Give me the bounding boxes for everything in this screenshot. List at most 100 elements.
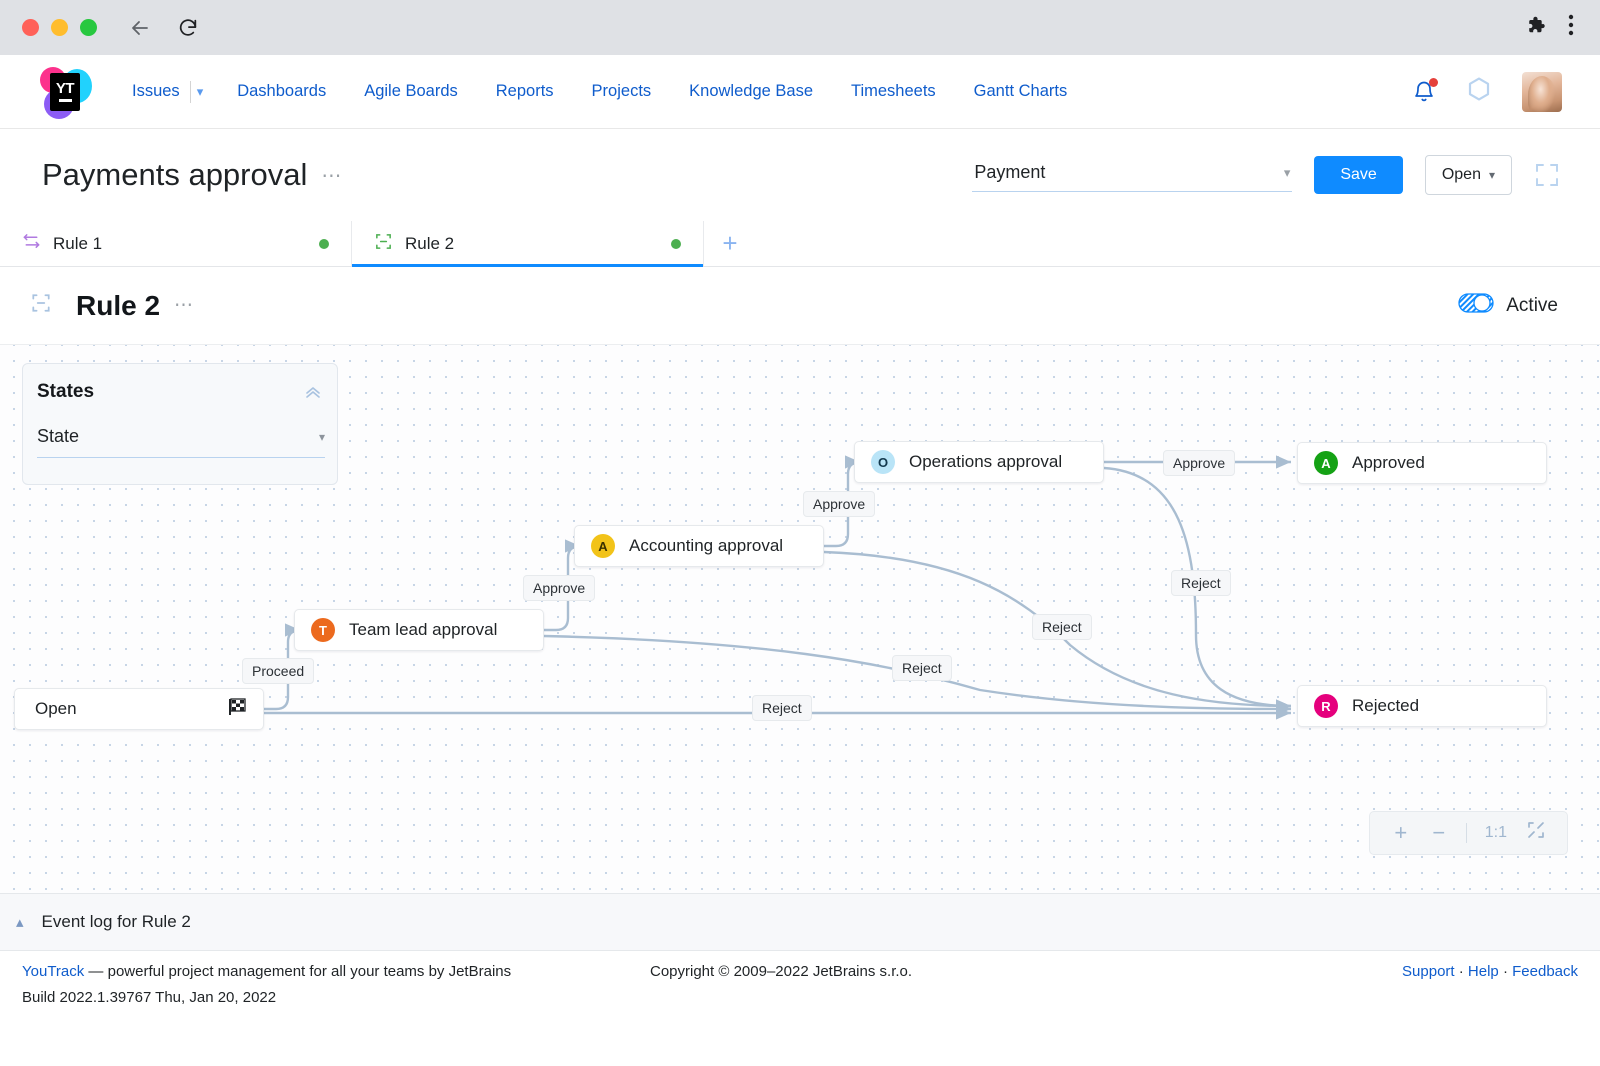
node-approved[interactable]: A Approved <box>1297 442 1547 484</box>
chevron-down-icon: ▾ <box>1283 164 1291 180</box>
project-select-value: Payment <box>974 162 1046 182</box>
add-rule-button[interactable]: + <box>722 228 738 258</box>
edge-label-approve-operations[interactable]: Approve <box>1163 450 1236 476</box>
footer-link-feedback[interactable]: Feedback <box>1512 963 1578 980</box>
page-more-menu[interactable]: ⋯ <box>321 164 343 187</box>
active-toggle-icon[interactable] <box>1458 291 1494 320</box>
rule-title: Rule 2 <box>76 289 161 321</box>
chevron-down-icon[interactable]: ▾ <box>196 83 204 99</box>
nav-item-dashboards[interactable]: Dashboards <box>237 82 327 100</box>
nav-item-issues[interactable]: Issues <box>132 82 180 100</box>
notification-badge <box>1429 77 1438 87</box>
tab-status-dot <box>671 238 681 249</box>
states-panel-title: States <box>37 381 95 402</box>
divider <box>1465 823 1467 843</box>
tab-rule-2-label: Rule 2 <box>405 233 455 253</box>
state-machine-icon <box>30 292 52 319</box>
bell-icon[interactable] <box>1412 77 1438 105</box>
tab-rule-1[interactable]: Rule 1 <box>0 221 352 266</box>
open-dropdown-label: Open <box>1441 166 1481 183</box>
fit-to-screen-icon[interactable] <box>1519 820 1553 846</box>
event-log-label: Event log for Rule 2 <box>41 912 191 931</box>
footer-copyright: Copyright © 2009–2022 JetBrains s.r.o. <box>650 963 913 980</box>
minimize-window-button[interactable] <box>51 19 68 36</box>
nav-item-gantt-charts[interactable]: Gantt Charts <box>973 82 1068 100</box>
logo-text: YT <box>55 80 75 97</box>
tab-rule-1-label: Rule 1 <box>53 233 103 253</box>
edge-label-reject-open[interactable]: Reject <box>752 695 812 721</box>
tab-status-dot <box>319 238 329 249</box>
footer-link-help[interactable]: Help <box>1467 963 1499 980</box>
node-badge: R <box>1314 694 1338 718</box>
maximize-window-button[interactable] <box>80 19 97 36</box>
nav-item-reports[interactable]: Reports <box>495 82 554 100</box>
rule-header: Rule 2 ⋯ Active <box>0 267 1600 345</box>
edge-label-approve-teamlead[interactable]: Approve <box>523 575 596 601</box>
footer-tagline: — powerful project management for all yo… <box>84 963 512 980</box>
back-arrow-icon[interactable] <box>127 15 153 41</box>
browser-chrome <box>0 0 1600 55</box>
expand-fullscreen-icon[interactable] <box>1534 162 1560 188</box>
nav-item-timesheets[interactable]: Timesheets <box>851 82 936 100</box>
zoom-out-button[interactable]: − <box>1432 820 1446 845</box>
kebab-menu-icon[interactable] <box>1568 14 1574 41</box>
node-team-lead-approval[interactable]: T Team lead approval <box>294 609 544 651</box>
top-navigation: YT Issues ▾ Dashboards Agile Boards Repo… <box>0 55 1600 129</box>
state-diagram-canvas[interactable]: States State ▾ <box>0 345 1600 893</box>
hexagon-gear-icon[interactable] <box>1466 76 1492 108</box>
node-operations-approval-label: Operations approval <box>909 452 1063 471</box>
node-approved-label: Approved <box>1352 453 1425 472</box>
node-rejected[interactable]: R Rejected <box>1297 685 1547 727</box>
save-button[interactable]: Save <box>1314 156 1403 194</box>
edge-label-proceed[interactable]: Proceed <box>242 658 315 684</box>
chevron-down-icon: ▾ <box>318 429 325 444</box>
nav-item-knowledge-base[interactable]: Knowledge Base <box>689 82 813 100</box>
footer-build: Build 2022.1.39767 Thu, Jan 20, 2022 <box>22 988 277 1006</box>
chevron-double-up-icon[interactable] <box>303 382 323 407</box>
nav-item-projects[interactable]: Projects <box>591 82 652 100</box>
chevron-up-icon[interactable]: ▴ <box>16 914 24 931</box>
close-window-button[interactable] <box>22 19 39 36</box>
avatar[interactable] <box>1522 71 1562 112</box>
node-team-lead-approval-label: Team lead approval <box>349 620 498 639</box>
zoom-controls: + − 1:1 <box>1368 811 1568 855</box>
open-dropdown-button[interactable]: Open ▾ <box>1424 155 1512 195</box>
project-select[interactable]: Payment ▾ <box>972 158 1293 192</box>
page-header: Payments approval ⋯ Payment ▾ Save Open … <box>0 129 1600 221</box>
edge-label-approve-accounting[interactable]: Approve <box>803 491 876 517</box>
state-machine-icon <box>374 232 393 256</box>
node-rejected-label: Rejected <box>1352 696 1420 715</box>
zoom-in-button[interactable]: + <box>1394 820 1408 845</box>
reload-icon[interactable] <box>175 15 201 41</box>
tab-rule-2[interactable]: Rule 2 <box>352 221 704 267</box>
youtrack-product-link[interactable]: YouTrack <box>22 963 85 980</box>
node-badge: T <box>311 618 335 642</box>
edge-label-reject-accounting[interactable]: Reject <box>1032 614 1092 640</box>
node-badge: O <box>871 450 895 474</box>
node-accounting-approval[interactable]: A Accounting approval <box>574 525 824 567</box>
nav-divider <box>189 80 191 103</box>
node-accounting-approval-label: Accounting approval <box>629 536 784 555</box>
event-log-bar[interactable]: ▴ Event log for Rule 2 <box>0 893 1600 951</box>
page-title: Payments approval <box>42 157 308 192</box>
checkered-flag-icon <box>227 697 247 721</box>
chevron-down-icon: ▾ <box>1488 168 1495 182</box>
diagram-edges <box>264 455 1292 720</box>
node-badge: A <box>591 534 615 558</box>
rule-status: Active <box>1458 291 1558 320</box>
state-field-select[interactable]: State ▾ <box>37 426 325 458</box>
edge-label-reject-operations[interactable]: Reject <box>1171 570 1231 596</box>
node-open[interactable]: Open <box>14 688 264 730</box>
node-operations-approval[interactable]: O Operations approval <box>854 441 1104 483</box>
rule-more-menu[interactable]: ⋯ <box>174 295 195 316</box>
footer: YouTrack — powerful project management f… <box>0 951 1600 1066</box>
nav-item-agile-boards[interactable]: Agile Boards <box>364 82 458 100</box>
puzzle-icon[interactable] <box>1524 14 1546 41</box>
zoom-level-label[interactable]: 1:1 <box>1484 824 1507 841</box>
footer-link-support[interactable]: Support <box>1402 963 1455 980</box>
states-panel: States State ▾ <box>22 363 338 485</box>
edge-label-reject-teamlead[interactable]: Reject <box>892 655 952 681</box>
youtrack-logo-icon[interactable]: YT <box>38 65 92 119</box>
main-nav: Issues ▾ Dashboards Agile Boards Reports… <box>132 76 1105 107</box>
state-field-value: State <box>37 426 80 446</box>
